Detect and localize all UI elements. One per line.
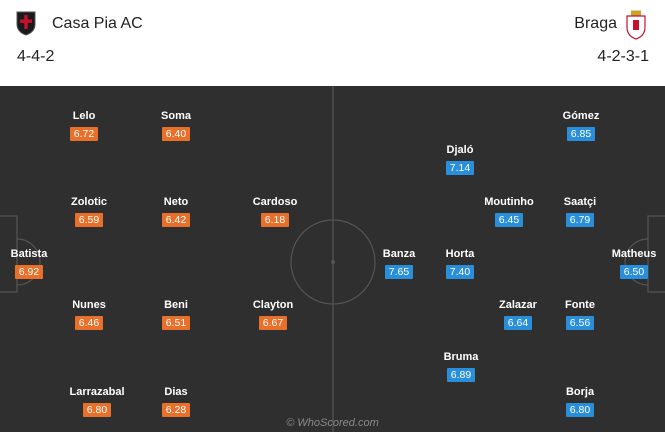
match-header: Casa Pia AC 4-4-2 Braga 4-2-3-1 [0, 0, 665, 86]
player-name[interactable]: Batista [10, 248, 48, 260]
home-player[interactable]: Zolotic 6.59 [49, 196, 129, 228]
braga-crest-icon [625, 10, 647, 45]
home-formation: 4-4-2 [17, 48, 55, 65]
player-rating-badge: 6.89 [446, 368, 476, 382]
player-rating-badge: 6.42 [161, 213, 191, 227]
player-rating-badge: 6.67 [258, 316, 288, 330]
player-rating-badge: 6.40 [161, 127, 191, 141]
player-name[interactable]: Neto [163, 196, 189, 208]
home-player[interactable]: Lelo 6.72 [44, 110, 124, 142]
player-name[interactable]: Saatçi [563, 196, 597, 208]
player-rating-badge: 6.92 [14, 265, 44, 279]
player-rating-badge: 6.59 [74, 213, 104, 227]
player-rating-badge: 6.72 [69, 127, 99, 141]
away-player[interactable]: Matheus 6.50 [594, 248, 665, 280]
player-name[interactable]: Soma [161, 110, 191, 122]
player-name[interactable]: Matheus [611, 248, 657, 260]
player-rating-badge: 6.28 [161, 403, 191, 417]
home-player[interactable]: Nunes 6.46 [49, 299, 129, 331]
player-name[interactable]: Lelo [72, 110, 96, 122]
player-name[interactable]: Clayton [252, 299, 294, 311]
away-player[interactable]: Saatçi 6.79 [540, 196, 620, 228]
player-rating-badge: 6.56 [565, 316, 595, 330]
player-rating-badge: 6.46 [74, 316, 104, 330]
pitch-markings [0, 86, 665, 432]
home-player[interactable]: Neto 6.42 [136, 196, 216, 228]
player-name[interactable]: Cardoso [252, 196, 298, 208]
player-name[interactable]: Banza [382, 248, 416, 260]
player-rating-badge: 6.80 [82, 403, 112, 417]
home-player[interactable]: Dias 6.28 [136, 386, 216, 418]
player-name[interactable]: Horta [445, 248, 475, 260]
player-name[interactable]: Larrazabal [69, 386, 125, 398]
player-name[interactable]: Djaló [446, 144, 474, 156]
watermark: © WhoScored.com [286, 417, 379, 429]
player-rating-badge: 6.18 [260, 213, 290, 227]
player-rating-badge: 6.50 [619, 265, 649, 279]
away-formation: 4-2-3-1 [597, 48, 649, 65]
player-name[interactable]: Beni [164, 299, 188, 311]
player-name[interactable]: Fonte [565, 299, 595, 311]
player-rating-badge: 6.51 [161, 316, 191, 330]
player-name[interactable]: Gómez [562, 110, 600, 122]
away-player[interactable]: Moutinho 6.45 [469, 196, 549, 228]
home-player[interactable]: Batista 6.92 [0, 248, 69, 280]
home-player[interactable]: Cardoso 6.18 [235, 196, 315, 228]
player-rating-badge: 7.65 [384, 265, 414, 279]
home-player[interactable]: Beni 6.51 [136, 299, 216, 331]
away-player[interactable]: Bruma 6.89 [421, 351, 501, 383]
player-name[interactable]: Nunes [72, 299, 106, 311]
player-name[interactable]: Zolotic [70, 196, 108, 208]
away-player[interactable]: Zalazar 6.64 [478, 299, 558, 331]
away-team-name[interactable]: Braga [574, 15, 617, 32]
away-player[interactable]: Djaló 7.14 [420, 144, 500, 176]
home-player[interactable]: Soma 6.40 [136, 110, 216, 142]
away-player[interactable]: Borja 6.80 [540, 386, 620, 418]
player-rating-badge: 6.80 [565, 403, 595, 417]
player-rating-badge: 6.79 [565, 213, 595, 227]
home-player[interactable]: Clayton 6.67 [233, 299, 313, 331]
casa-pia-crest-icon [16, 10, 36, 41]
away-player[interactable]: Banza 7.65 [359, 248, 439, 280]
player-rating-badge: 7.40 [445, 265, 475, 279]
player-rating-badge: 6.45 [494, 213, 524, 227]
away-player[interactable]: Gómez 6.85 [541, 110, 621, 142]
player-name[interactable]: Zalazar [499, 299, 537, 311]
player-rating-badge: 6.64 [503, 316, 533, 330]
away-player[interactable]: Fonte 6.56 [540, 299, 620, 331]
player-name[interactable]: Dias [164, 386, 188, 398]
player-name[interactable]: Moutinho [484, 196, 534, 208]
player-rating-badge: 7.14 [445, 161, 475, 175]
away-player[interactable]: Horta 7.40 [420, 248, 500, 280]
home-team-name[interactable]: Casa Pia AC [52, 15, 143, 32]
player-name[interactable]: Borja [565, 386, 595, 398]
home-player[interactable]: Larrazabal 6.80 [57, 386, 137, 418]
player-name[interactable]: Bruma [443, 351, 479, 363]
player-rating-badge: 6.85 [566, 127, 596, 141]
